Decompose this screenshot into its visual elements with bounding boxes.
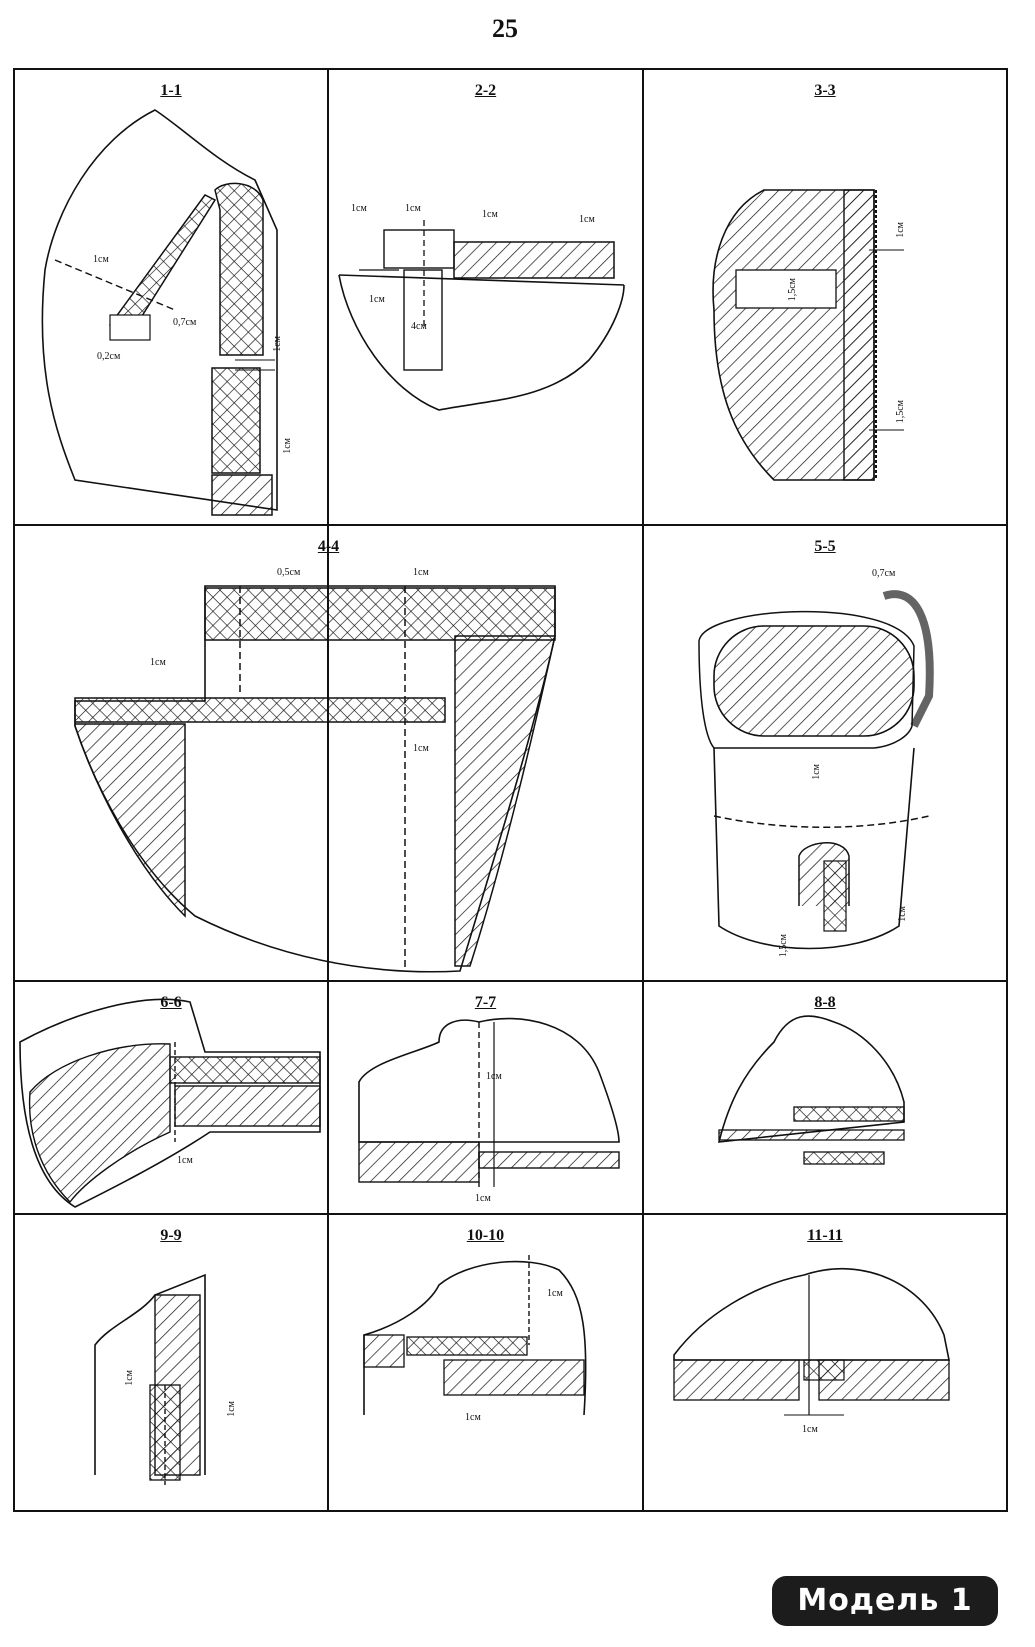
dim-label: 1см [282, 438, 293, 454]
dim-label: 1см [482, 209, 498, 220]
dim-label: 1,5см [895, 400, 906, 424]
section-3-3-drawing [712, 189, 904, 481]
dim-label: 1см [272, 336, 283, 352]
section-7-7: 7-7 1см 1см [329, 982, 642, 1213]
dim-label: 1см [124, 1370, 135, 1386]
section-grid: 1-1 1см 0,7см 0,2см 1см 1см 2-2 1см [13, 68, 1008, 1512]
section-label: 11-11 [807, 1227, 843, 1244]
section-3-3: 3-3 1см 1,5см 1,5см [644, 70, 1006, 524]
section-1-1-drawing [41, 109, 278, 516]
dim-label: 1см [93, 254, 109, 265]
section-4-4: 4-4 0,5см 1см 1см 1см [15, 526, 642, 980]
dim-label: 1см [486, 1071, 502, 1082]
section-label: 10-10 [466, 1227, 505, 1244]
dim-label: 0,5см [277, 567, 301, 578]
dim-label: 0,2см [97, 351, 121, 362]
dim-label: 1см [150, 657, 166, 668]
dim-label: 1см [351, 203, 367, 214]
dim-label: 1см [413, 743, 429, 754]
section-1-1: 1-1 1см 0,7см 0,2см 1см 1см [15, 70, 327, 524]
dim-label: 0,7см [173, 317, 197, 328]
section-4-4-drawing [74, 585, 556, 973]
section-6-6-drawing [19, 998, 321, 1208]
dim-label: 1см [811, 764, 822, 780]
section-label: 8-8 [814, 994, 836, 1011]
section-label: 2-2 [474, 82, 497, 99]
page-number: 25 [492, 14, 518, 43]
section-2-2: 2-2 1см 1см 1см 1см 1см 4см [329, 70, 642, 524]
section-5-5-drawing [698, 590, 934, 950]
section-label: 9-9 [160, 1227, 182, 1244]
dim-label: 0,7см [872, 568, 896, 579]
section-6-6: 6-6 1см [15, 982, 327, 1213]
section-label: 7-7 [474, 994, 497, 1011]
section-label: 3-3 [814, 82, 836, 99]
dim-label: 1см [897, 906, 908, 922]
section-5-5: 5-5 0,7см 1см 1см 1,5см [644, 526, 1006, 980]
section-9-9-drawing [94, 1273, 206, 1485]
dim-label: 1см [465, 1412, 481, 1423]
section-10-10-drawing [363, 1255, 587, 1416]
section-2-2-drawing [338, 220, 625, 411]
section-11-11: 11-11 1см [644, 1215, 1006, 1510]
dim-label: 1,5см [778, 934, 789, 958]
dim-label: 1см [226, 1401, 237, 1417]
dim-label: 1см [895, 222, 906, 238]
dim-label: 1см [413, 567, 429, 578]
dim-label: 4см [411, 321, 427, 332]
dim-label: 1см [177, 1155, 193, 1166]
section-label: 1-1 [160, 82, 182, 99]
section-11-11-drawing [673, 1267, 950, 1416]
dim-label: 1см [475, 1193, 491, 1204]
dim-label: 1см [802, 1424, 818, 1435]
section-7-7-drawing [358, 1017, 620, 1187]
model-badge: Модель 1 [772, 1576, 998, 1626]
section-label: 6-6 [160, 994, 182, 1011]
dim-label: 1,5см [787, 278, 798, 302]
section-label: 4-4 [317, 538, 340, 555]
dim-label: 1см [547, 1288, 563, 1299]
section-8-8: 8-8 [644, 982, 1006, 1213]
section-8-8-drawing [717, 1015, 905, 1165]
section-9-9: 9-9 1см 1см [15, 1215, 327, 1510]
dim-label: 1см [579, 214, 595, 225]
dim-label: 1см [405, 203, 421, 214]
section-10-10: 10-10 1см 1см [329, 1215, 642, 1510]
section-label: 5-5 [814, 538, 836, 555]
dim-label: 1см [369, 294, 385, 305]
